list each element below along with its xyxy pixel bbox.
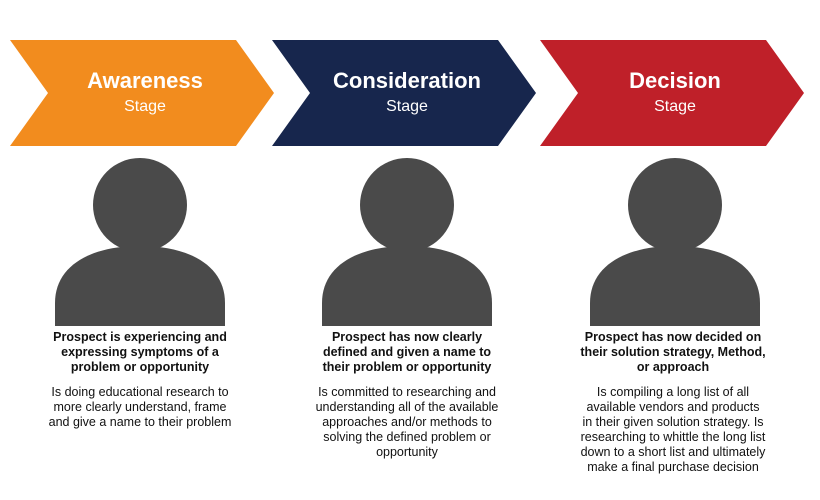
- decision-headline: Prospect has now decided on their soluti…: [580, 330, 766, 374]
- awareness-description: Prospect is experiencing and expressing …: [20, 330, 260, 430]
- awareness-stage-chevron: Awareness Stage: [10, 40, 280, 146]
- decision-description: Prospect has now decided on their soluti…: [553, 330, 793, 475]
- consideration-chevron-shape: [272, 40, 536, 146]
- decision-chevron-shape: [540, 40, 804, 146]
- person-silhouette-icon: [590, 158, 760, 326]
- person-silhouette-icon: [322, 158, 492, 326]
- person-silhouette-icon: [55, 158, 225, 326]
- awareness-title: Awareness: [87, 68, 203, 93]
- decision-body: Is compiling a long list of all availabl…: [580, 385, 766, 474]
- consideration-arrow: [272, 40, 536, 146]
- decision-stage-chevron: Decision Stage: [540, 40, 810, 146]
- decision-subtitle: Stage: [654, 98, 696, 115]
- consideration-stage-chevron: Consideration Stage: [272, 40, 542, 146]
- awareness-chevron-shape: [10, 40, 274, 146]
- consideration-headline: Prospect has now clearly defined and giv…: [322, 330, 492, 374]
- decision-arrow: [540, 40, 804, 146]
- awareness-arrow: [10, 40, 274, 146]
- consideration-body: Is committed to researching and understa…: [315, 385, 499, 459]
- awareness-body: Is doing educational research to more cl…: [48, 385, 232, 429]
- decision-title: Decision: [629, 68, 721, 93]
- consideration-title: Consideration: [333, 68, 481, 93]
- awareness-subtitle: Stage: [124, 98, 166, 115]
- consideration-subtitle: Stage: [386, 98, 428, 115]
- awareness-headline: Prospect is experiencing and expressing …: [53, 330, 227, 374]
- consideration-description: Prospect has now clearly defined and giv…: [287, 330, 527, 460]
